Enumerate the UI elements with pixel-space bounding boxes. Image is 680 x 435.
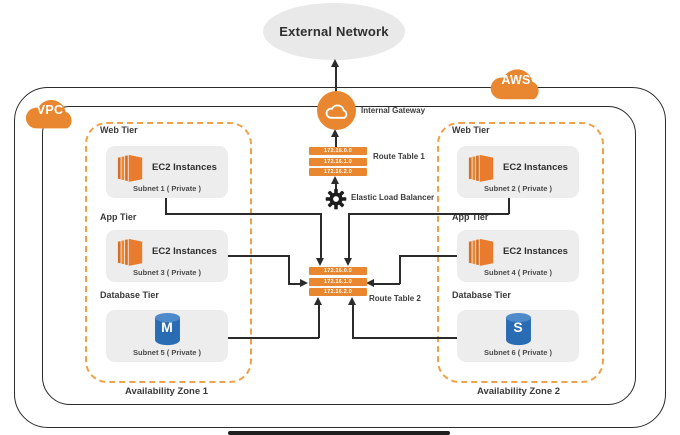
ec2-instances-label: EC2 Instances: [503, 162, 568, 173]
connector-line: [335, 137, 337, 148]
connector-line: [399, 255, 457, 257]
ec2-icon: [117, 238, 143, 266]
database-icon-s: [457, 312, 579, 346]
subnet-label: Subnet 5 ( Private ): [133, 348, 201, 357]
tier-label-web-2: Web Tier: [452, 125, 490, 135]
connector-line: [348, 213, 350, 258]
subnet-label: Subnet 6 ( Private ): [484, 348, 552, 357]
ec2-icon: [468, 154, 494, 182]
route-entry: 172.16.0.0: [309, 147, 367, 155]
database-letter: M: [161, 319, 173, 335]
subnet-label: Subnet 2 ( Private ): [484, 184, 552, 193]
ec2-instances-label: EC2 Instances: [152, 162, 217, 173]
ec2-icon: [468, 238, 494, 266]
gear-icon: [325, 188, 347, 210]
route-entry: 172.16.0.0: [309, 267, 367, 275]
db-tier-card-2: S Subnet 6 ( Private ): [457, 310, 579, 362]
external-network-node: External Network: [263, 3, 405, 60]
tier-label-db-1: Database Tier: [100, 290, 159, 300]
connector-line: [374, 283, 400, 285]
connector-line: [228, 255, 289, 257]
arrowhead: [316, 258, 324, 266]
db-tier-card-1: M Subnet 5 ( Private ): [106, 310, 228, 362]
arrowhead: [348, 297, 356, 305]
database-icon-m: [106, 312, 228, 346]
arrowhead: [331, 59, 339, 67]
connector-line: [352, 305, 354, 338]
connector-line: [318, 305, 320, 338]
internal-gateway-label: Internal Gateway: [361, 106, 426, 115]
bottom-bar: [228, 431, 450, 435]
connector-line: [335, 183, 337, 189]
app-tier-card-2: EC2 Instances Subnet 4 ( Private ): [457, 230, 579, 282]
availability-zone-2: [437, 122, 604, 383]
ec2-instances-label: EC2 Instances: [152, 246, 217, 257]
web-tier-card-1: EC2 Instances Subnet 1 ( Private ): [106, 146, 228, 198]
connector-line: [165, 198, 167, 214]
arrowhead: [331, 129, 339, 137]
app-tier-card-1: EC2 Instances Subnet 3 ( Private ): [106, 230, 228, 282]
connector-line: [228, 337, 319, 339]
arrowhead: [366, 279, 374, 287]
subnet-label: Subnet 4 ( Private ): [484, 268, 552, 277]
availability-zone-2-label: Availability Zone 2: [476, 386, 561, 397]
cloud-glyph-icon: [325, 104, 347, 119]
arrowhead: [344, 258, 352, 266]
ec2-instances-label: EC2 Instances: [503, 246, 568, 257]
aws-cloud-icon: AWS: [487, 62, 545, 102]
connector-line: [508, 198, 510, 214]
internal-gateway-icon: [317, 91, 356, 130]
aws-cloud-label: AWS: [501, 73, 531, 88]
ec2-icon: [117, 154, 143, 182]
connector-line: [399, 255, 401, 284]
subnet-label: Subnet 3 ( Private ): [133, 268, 201, 277]
route-table-1: 172.16.0.0 172.16.1.0 172.16.2.0: [309, 147, 367, 176]
tier-label-app-1: App Tier: [100, 212, 137, 222]
external-network-label: External Network: [279, 24, 389, 39]
vpc-cloud-label: VPC: [36, 103, 64, 118]
connector-line: [320, 213, 322, 258]
connector-line: [288, 255, 290, 284]
availability-zone-1: [85, 122, 252, 383]
arrowhead: [300, 279, 308, 287]
route-table-2-label: Route Table 2: [369, 294, 421, 303]
connector-line: [288, 283, 301, 285]
elastic-load-balancer-label: Elastic Load Balancer: [351, 193, 435, 202]
tier-label-app-2: App Tier: [452, 212, 489, 222]
subnet-label: Subnet 1 ( Private ): [133, 184, 201, 193]
tier-label-db-2: Database Tier: [452, 290, 511, 300]
connector-line: [348, 213, 509, 215]
route-entry: 172.16.1.0: [309, 277, 367, 286]
route-entry: 172.16.2.0: [309, 288, 367, 296]
vpc-cloud-icon: VPC: [22, 93, 78, 131]
route-entry: 172.16.2.0: [309, 168, 367, 176]
connector-line: [335, 67, 337, 92]
availability-zone-1-label: Availability Zone 1: [124, 386, 209, 397]
connector-line: [165, 213, 321, 215]
route-entry: 172.16.1.0: [309, 157, 367, 166]
connector-line: [352, 337, 457, 339]
database-letter: S: [513, 319, 523, 335]
route-table-1-label: Route Table 1: [373, 152, 425, 161]
arrowhead: [314, 297, 322, 305]
route-table-2: 172.16.0.0 172.16.1.0 172.16.2.0: [309, 267, 367, 296]
tier-label-web-1: Web Tier: [100, 125, 138, 135]
arrowhead: [331, 176, 339, 184]
web-tier-card-2: EC2 Instances Subnet 2 ( Private ): [457, 146, 579, 198]
